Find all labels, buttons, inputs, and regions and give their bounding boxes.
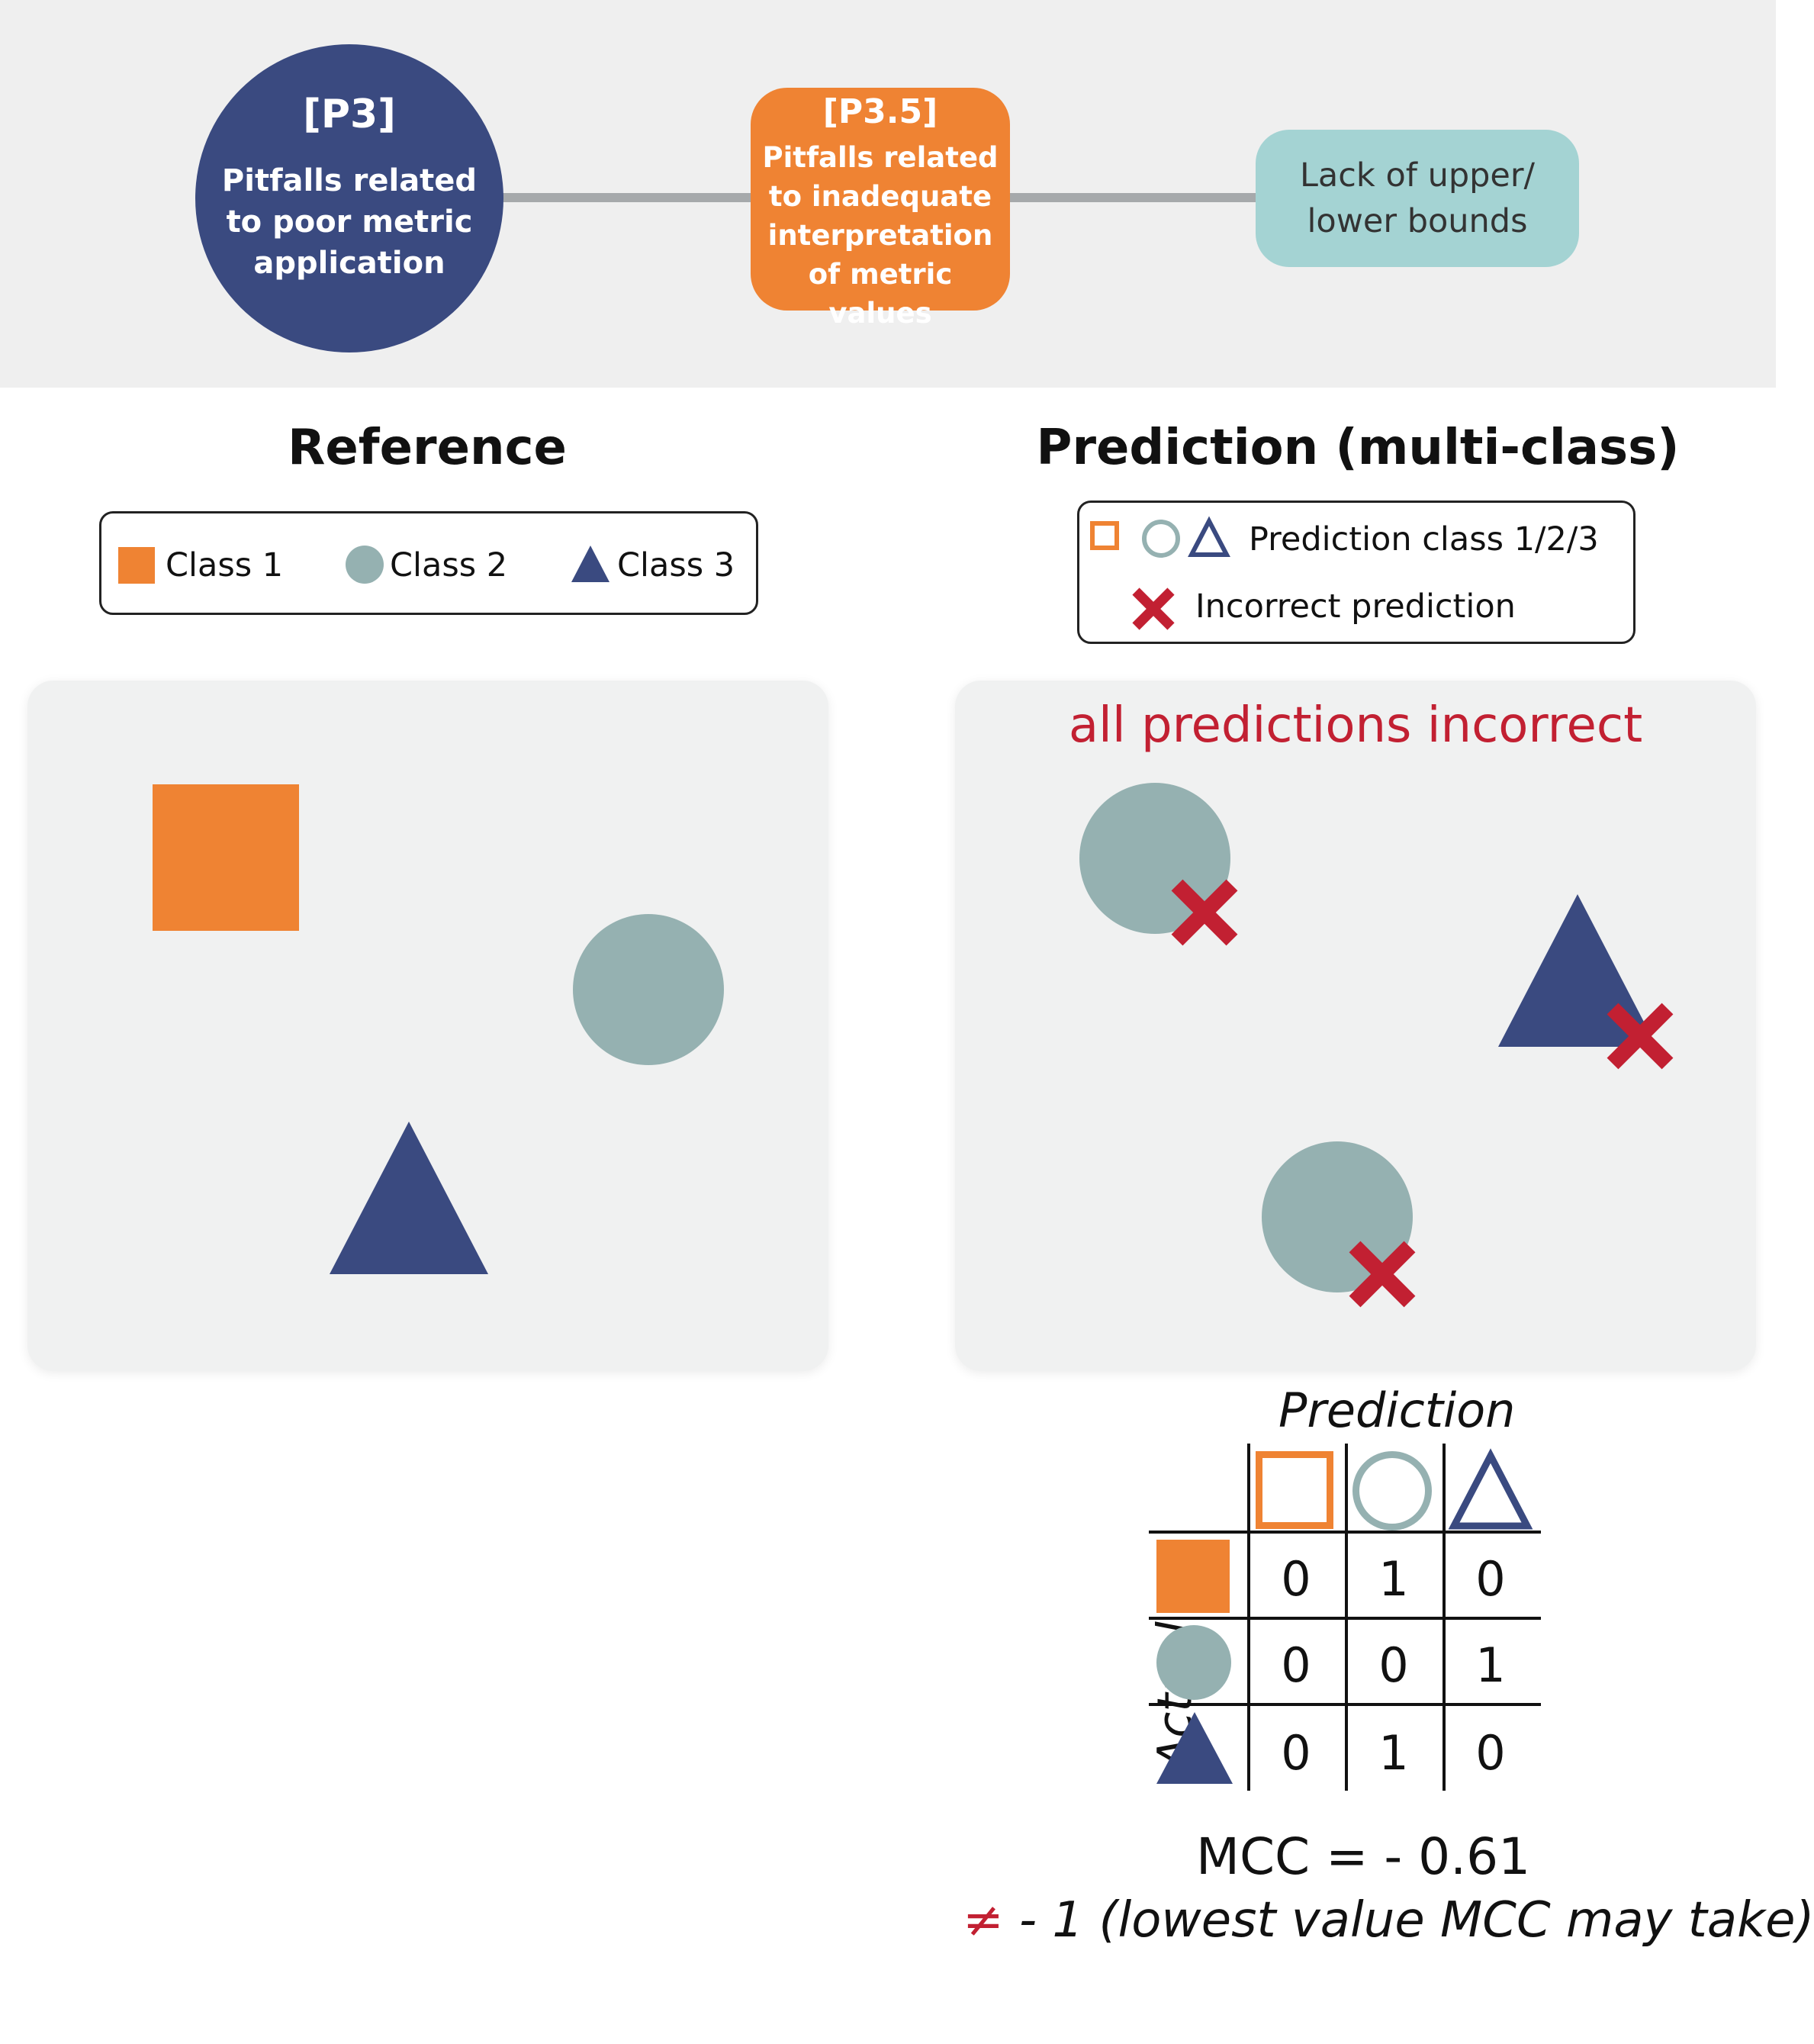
reference-circle-shape [573, 914, 724, 1065]
pred-class3-triangle-icon [1188, 516, 1230, 557]
matrix-cell: 0 [1281, 1551, 1311, 1607]
p35-code: [P3.5] [822, 92, 938, 131]
p35-description: Pitfalls related to inadequate interpret… [762, 141, 999, 330]
legend-incorrect: Incorrect prediction [1195, 587, 1516, 626]
bounds-text: Lack of upper/ lower bounds [1299, 156, 1536, 240]
matrix-cell: 1 [1475, 1637, 1506, 1693]
matrix-cell: 0 [1475, 1725, 1506, 1781]
connector-line [500, 193, 755, 202]
matrix-cell: 0 [1378, 1637, 1409, 1693]
pred-class1-square-icon [1090, 521, 1119, 550]
matrix-col-triangle-icon [1448, 1448, 1533, 1530]
matrix-grid [1149, 1444, 1541, 1791]
legend-class1: Class 1 [166, 546, 284, 584]
matrix-cell: 0 [1281, 1637, 1311, 1693]
not-equal-symbol: ≠ [963, 1892, 1004, 1949]
matrix-row-circle-icon [1156, 1625, 1231, 1700]
prediction-legend: Prediction class 1/2/3 Incorrect predict… [1077, 501, 1635, 644]
reference-title: Reference [288, 420, 567, 476]
prediction-panel: all predictions incorrect [955, 681, 1756, 1371]
reference-triangle-shape [330, 1122, 488, 1274]
matrix-prediction-label: Prediction [1278, 1383, 1516, 1438]
class1-square-icon [118, 547, 155, 584]
matrix-cell: 1 [1378, 1551, 1409, 1607]
mcc-note: ≠ - 1 (lowest value MCC may take) [963, 1892, 1814, 1949]
connector-line [1007, 193, 1259, 202]
mcc-note-text: - 1 (lowest value MCC may take) [1003, 1892, 1814, 1949]
class2-circle-icon [346, 546, 384, 584]
p35-box: [P3.5] Pitfalls related to inadequate in… [751, 88, 1010, 330]
class3-triangle-icon [571, 546, 609, 582]
p3-code: [P3] [303, 92, 396, 137]
incorrect-cross-icon [1607, 1003, 1674, 1070]
mcc-value: MCC = - 0.61 [1196, 1827, 1531, 1886]
p3-circle: [P3] Pitfalls related to poor metric app… [195, 44, 503, 352]
incorrect-cross-icon [1349, 1241, 1416, 1308]
reference-panel [27, 681, 828, 1371]
matrix-cell: 0 [1281, 1725, 1311, 1781]
matrix-col-circle-icon [1352, 1451, 1432, 1531]
matrix-cell: 0 [1475, 1551, 1506, 1607]
p3-description: Pitfalls related to poor metric applicat… [221, 163, 478, 281]
all-incorrect-banner: all predictions incorrect [1068, 697, 1643, 754]
prediction-title: Prediction (multi-class) [1036, 420, 1680, 476]
pred-class2-circle-icon [1142, 520, 1180, 558]
incorrect-cross-icon [1132, 587, 1175, 630]
legend-class2: Class 2 [390, 546, 508, 584]
reference-square-shape [153, 784, 299, 931]
matrix-col-square-icon [1256, 1451, 1333, 1529]
matrix-row-triangle-icon [1156, 1712, 1233, 1784]
reference-legend: Class 1 Class 2 Class 3 [99, 511, 758, 615]
bounds-box: Lack of upper/ lower bounds [1256, 130, 1579, 267]
incorrect-cross-icon [1171, 879, 1238, 946]
header-band: [P3] Pitfalls related to poor metric app… [0, 0, 1776, 388]
legend-prediction-classes: Prediction class 1/2/3 [1249, 520, 1599, 558]
matrix-cell: 1 [1378, 1725, 1409, 1781]
legend-class3: Class 3 [617, 546, 735, 584]
matrix-row-square-icon [1156, 1540, 1230, 1613]
